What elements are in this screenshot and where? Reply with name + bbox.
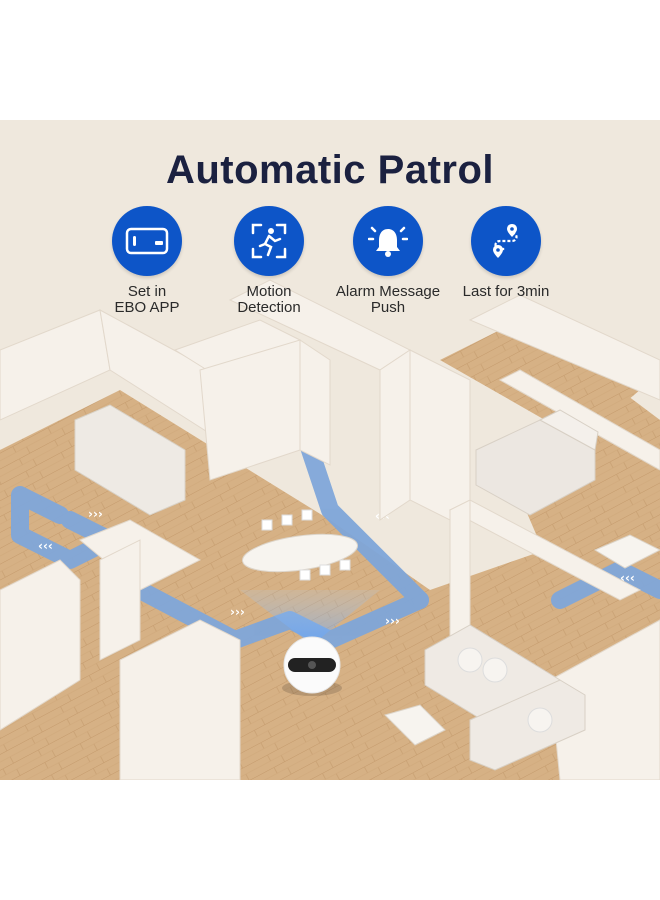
alarm-bell-icon [353,206,423,276]
page-title: Automatic Patrol [165,148,495,192]
route-pin-icon [471,206,541,276]
bed [475,409,599,516]
svg-text:‹‹‹: ‹‹‹ [38,539,53,553]
feature-motion-detection: Motion Detection [204,206,334,316]
feature-label: Set in EBO APP [114,283,180,316]
feature-set-in-app: Set in EBO APP [82,206,212,316]
tv-cabinet [74,404,186,516]
feature-row: Set in EBO APP Motion Detection Alarm Me… [0,206,660,326]
feature-duration: Last for 3min [441,206,571,300]
house-scene: ››› ‹‹‹ ››› ››› ‹‹‹ ››› ‹‹‹ [0,279,660,780]
floorplan-illustration: ››› ‹‹‹ ››› ››› ‹‹‹ ››› ‹‹‹ [0,120,660,780]
desk [593,534,660,569]
dining-table [242,509,358,581]
sofa [424,624,586,771]
svg-text:›››: ››› [88,507,103,521]
svg-text:›››: ››› [385,614,400,628]
feature-label: Alarm Message Push [335,283,441,316]
robot-scan-beam [240,590,380,645]
ebo-robot [282,636,342,696]
phone-app-icon [112,206,182,276]
coffee-table [384,704,446,746]
svg-text:›››: ››› [230,605,245,619]
motion-detection-icon [234,206,304,276]
walls [0,279,660,780]
feature-label: Last for 3min [462,283,550,300]
feature-alarm-push: Alarm Message Push [323,206,453,316]
feature-label: Motion Detection [237,283,301,316]
